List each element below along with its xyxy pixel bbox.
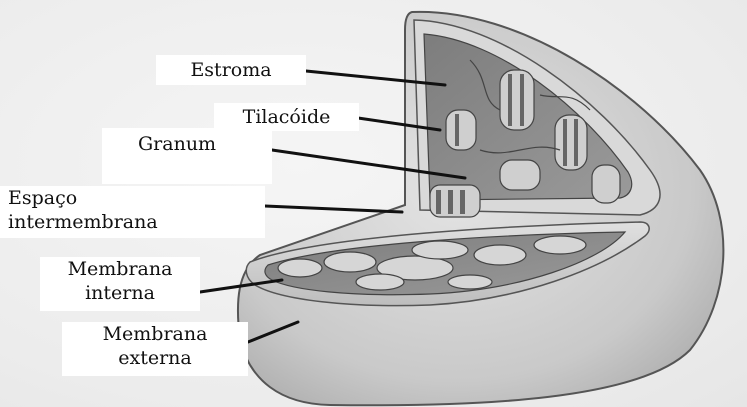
label-estroma-text: Estroma [156,55,306,85]
label-membrana-interna-line1: Membrana [40,257,200,281]
label-membrana-externa: Membrana externa [62,322,248,376]
label-espaco-line1: Espaço [8,186,265,210]
label-membrana-interna: Membrana interna [40,257,200,311]
label-espaco-intermembrana: Espaço intermembrana [0,186,265,238]
label-estroma: Estroma [156,55,306,85]
label-granum: Granum [102,128,272,184]
label-membrana-interna-line2: interna [40,281,200,305]
label-tilacoide: Tilacóide [214,103,359,131]
leader-espaco [265,206,402,212]
label-tilacoide-text: Tilacóide [214,103,359,131]
label-granum-text: Granum [138,132,272,156]
label-membrana-externa-line1: Membrana [62,322,248,346]
label-espaco-line2: intermembrana [8,210,265,234]
label-membrana-externa-line2: externa [62,346,248,370]
